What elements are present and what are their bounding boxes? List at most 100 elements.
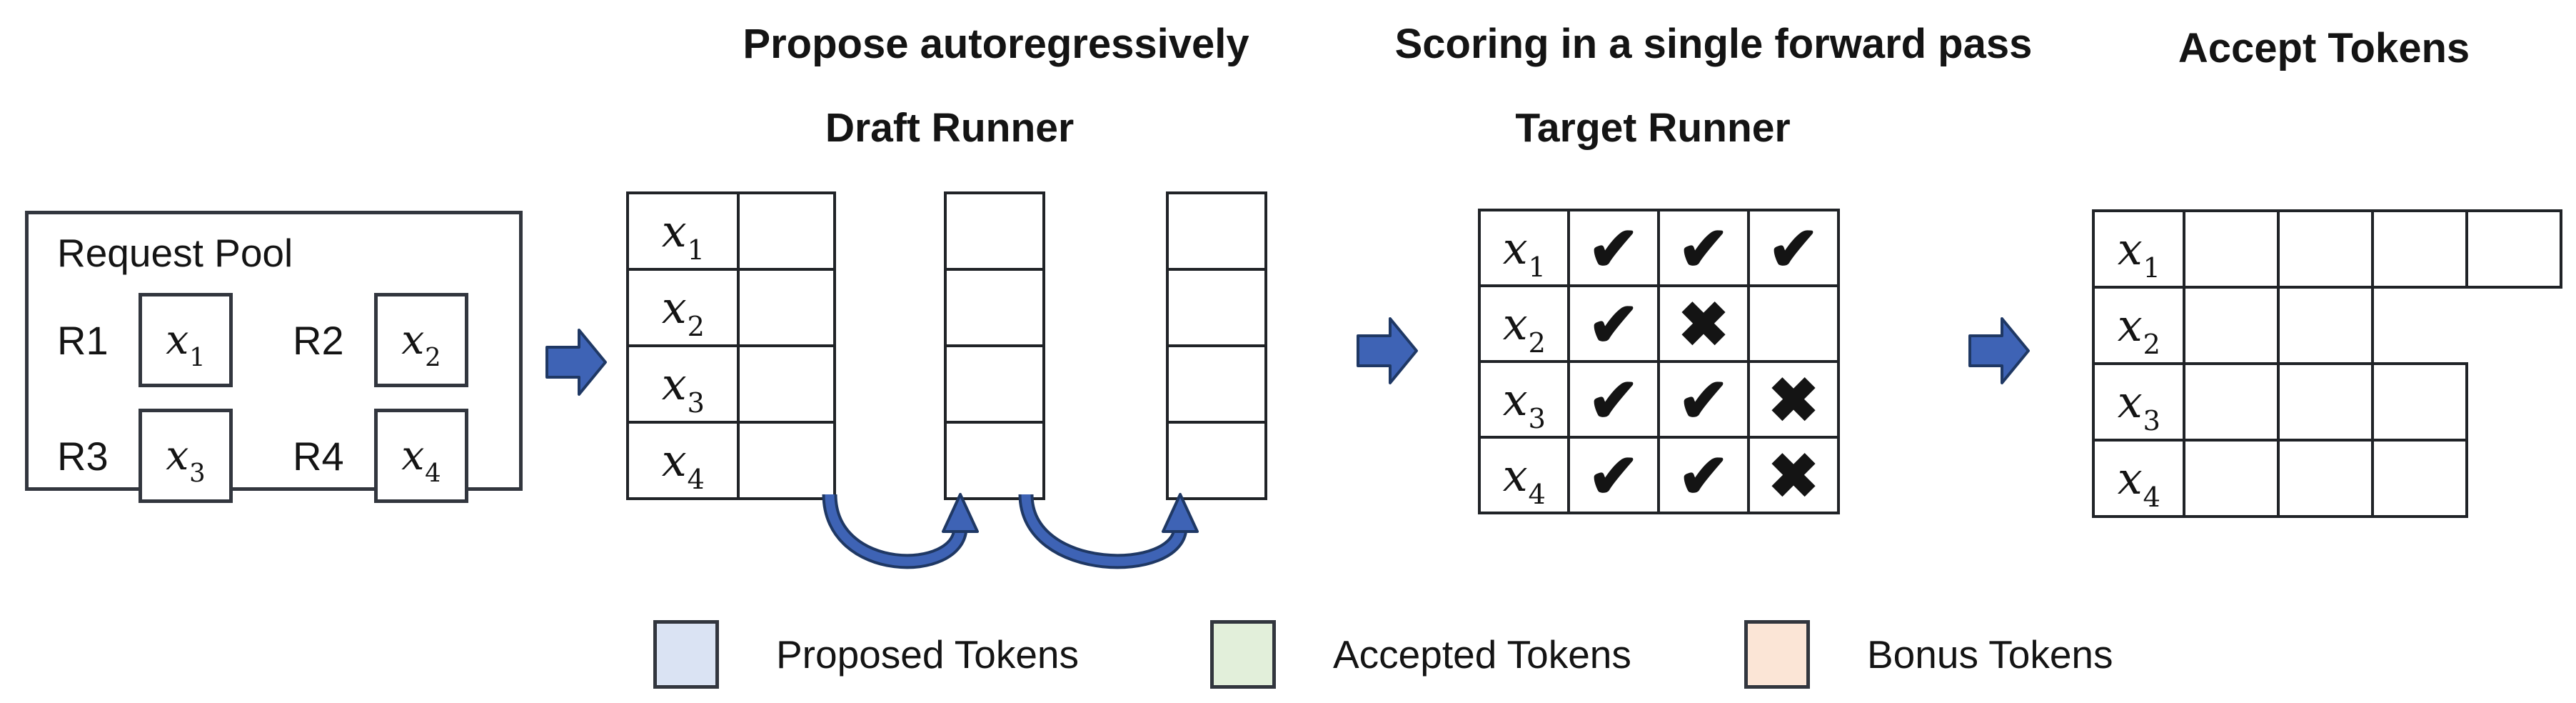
legend-item-accepted: Accepted Tokens: [1210, 620, 1631, 689]
accepted-token-cell: [2183, 362, 2280, 442]
empty-score-cell: [1747, 284, 1840, 363]
title-scoring-forward-pass: Scoring in a single forward pass: [1394, 21, 2033, 67]
token-subscript: 3: [189, 458, 206, 488]
token-subscript: 4: [425, 458, 441, 488]
proposed-token-cell: [1166, 421, 1267, 500]
rejected-mark-cell: ✖: [1657, 284, 1750, 363]
token-label: x2: [1503, 298, 1546, 357]
accepted-token-cell: [2183, 209, 2280, 289]
accept-grid-row: x2: [2092, 286, 2561, 365]
accepted-mark-cell: ✔: [1567, 360, 1660, 439]
accepted-mark-cell: ✔: [1747, 209, 1840, 287]
bonus-token-cell: [2465, 209, 2562, 289]
token-label: x3: [2117, 376, 2160, 435]
token-symbol: x: [1502, 449, 1528, 502]
accepted-token-cell: [2277, 439, 2374, 518]
accepted-mark-cell: ✔: [1657, 436, 1750, 514]
cross-mark-icon: ✖: [1767, 442, 1820, 511]
check-mark-icon: ✔: [1677, 442, 1730, 511]
token-subscript: 1: [189, 342, 206, 372]
title-target-runner: Target Runner: [1515, 105, 1791, 151]
draft-row-label-cell: x1: [626, 191, 740, 271]
proposed-token-cell: [944, 344, 1045, 424]
token-symbol: x: [401, 432, 425, 479]
draft-row-label-cell: x4: [626, 421, 740, 500]
accepted-mark-cell: ✔: [1657, 360, 1750, 439]
autoregressive-loop-arrows-icon: [822, 493, 1199, 569]
target-row-label-cell: x3: [1478, 360, 1570, 439]
token-symbol: x: [2117, 376, 2143, 428]
token-label: x4: [662, 434, 705, 494]
request-pool-entry: R2 x2: [293, 293, 500, 387]
draft-grid-row: [1166, 268, 1267, 347]
target-row-label-cell: x1: [1478, 209, 1570, 287]
check-mark-icon: ✔: [1587, 291, 1640, 359]
proposed-token-cell: [737, 268, 836, 347]
token-label: x3: [661, 358, 705, 417]
draft-grid-row: [944, 268, 1045, 347]
draft-grid-row: x4: [626, 421, 836, 500]
token-subscript: 1: [687, 234, 705, 266]
proposed-token-cell: [1166, 344, 1267, 424]
target-grid-row: x4✔✔✖: [1478, 436, 1840, 514]
draft-grid-row: [1166, 344, 1267, 424]
token-subscript: 2: [425, 342, 441, 372]
accepted-mark-cell: ✔: [1657, 209, 1750, 287]
bonus-token-cell: [2277, 286, 2374, 365]
accepted-token-cell: [2183, 439, 2280, 518]
target-runner-grid: x1✔✔✔x2✔✖x3✔✔✖x4✔✔✖: [1478, 209, 1840, 514]
proposed-token-cell: [944, 421, 1045, 500]
arrow-target-to-accept-icon: [1968, 317, 2030, 384]
token-label: x2: [401, 316, 441, 370]
token-subscript: 2: [687, 311, 705, 343]
request-token-box: x1: [138, 293, 233, 387]
draft-grid-row: [944, 344, 1045, 424]
token-label: x1: [2118, 223, 2160, 282]
accepted-mark-cell: ✔: [1567, 284, 1660, 363]
accept-row-label-cell: x2: [2092, 286, 2185, 365]
token-symbol: x: [661, 358, 687, 410]
accepted-swatch-icon: [1210, 620, 1276, 689]
token-label: x4: [2117, 452, 2160, 512]
legend-item-proposed: Proposed Tokens: [653, 620, 1079, 689]
target-grid-row: x2 ✔ ✖: [1478, 284, 1840, 363]
token-subscript: 1: [2143, 252, 2160, 284]
accept-row-label-cell: x1: [2092, 209, 2185, 289]
accepted-mark-cell: ✔: [1567, 209, 1660, 287]
draft-grid-row: [944, 421, 1045, 500]
accept-row-label-cell: x3: [2092, 362, 2185, 442]
check-mark-icon: ✔: [1677, 215, 1730, 284]
accepted-token-cell: [2277, 362, 2374, 442]
token-subscript: 1: [1528, 251, 1546, 284]
arrow-draft-to-target-icon: [1357, 317, 1418, 384]
token-symbol: x: [401, 316, 425, 364]
token-symbol: x: [166, 316, 189, 364]
rejected-mark-cell: ✖: [1747, 436, 1840, 514]
proposed-token-cell: [944, 268, 1045, 347]
accepted-token-cell: [2183, 286, 2280, 365]
cross-mark-icon: ✖: [1677, 291, 1730, 359]
token-subscript: 3: [687, 387, 705, 419]
token-symbol: x: [661, 281, 687, 334]
draft-row-label-cell: x3: [626, 344, 740, 424]
draft-runner-grid-2: [944, 191, 1045, 500]
request-id-label: R4: [293, 433, 344, 479]
token-label: x2: [2118, 299, 2160, 359]
token-symbol: x: [2117, 452, 2143, 504]
request-id-label: R2: [293, 317, 344, 363]
target-row-label-cell: x2: [1478, 284, 1570, 363]
proposed-token-cell: [944, 191, 1045, 271]
token-subscript: 2: [1528, 326, 1546, 359]
draft-grid-row: [1166, 421, 1267, 500]
token-symbol: x: [661, 205, 687, 257]
token-subscript: 4: [2143, 482, 2160, 514]
bonus-token-cell: [2371, 439, 2468, 518]
arrow-pool-to-draft-icon: [545, 329, 607, 396]
token-subscript: 4: [1528, 478, 1546, 511]
proposed-token-cell: [1166, 268, 1267, 347]
